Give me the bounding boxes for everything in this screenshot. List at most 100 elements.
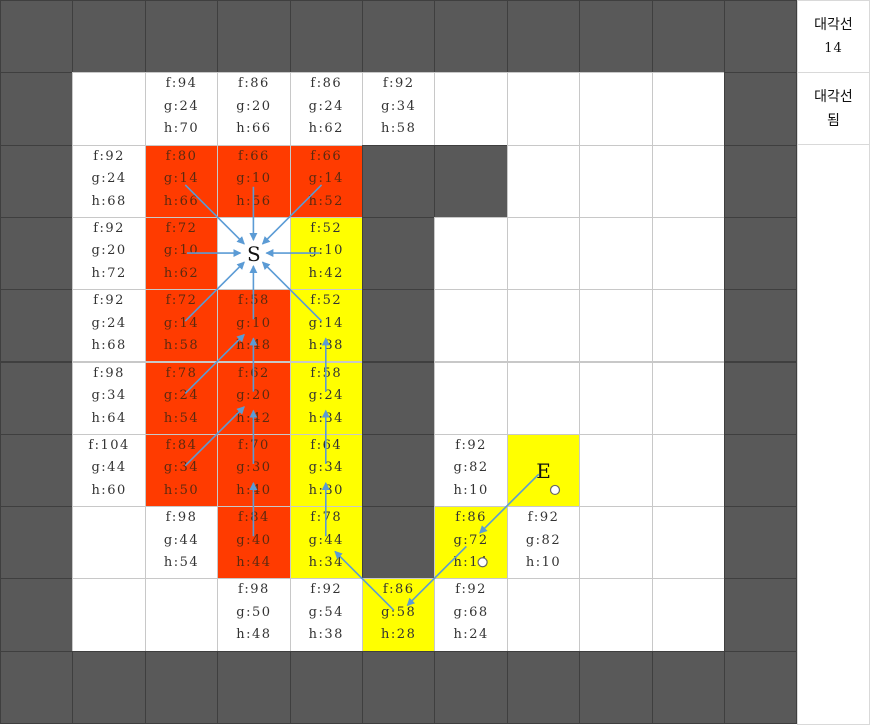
grid-cell-wall [72,650,146,724]
cell-f-value: f:78 [310,510,343,526]
cell-f-value: f:92 [93,220,125,236]
cell-h-value: h:10 [453,482,489,498]
cell-f-value: f:66 [310,148,343,164]
cell-f-value: f:84 [238,510,270,526]
cell-h-value: h:52 [308,193,344,209]
cell-f-value: f:80 [165,148,198,164]
cell-f-value: f:92 [93,293,125,309]
cell-h-value: h:48 [236,627,272,643]
cell-h-value: h:10 [525,555,562,571]
cell-h-value: h:66 [236,121,272,137]
cell-h-value: h:54 [163,410,200,426]
cell-f-value: f:58 [310,365,343,381]
grid-cell-wall [579,0,653,74]
grid-cell-open [651,144,725,218]
grid-cell-open: f:98 g:34 h:64 [72,361,146,435]
cell-h-value: h:28 [381,627,417,643]
cell-f-value: f:98 [238,582,270,598]
grid-cell-wall [217,650,291,724]
grid-cell-wall [289,0,363,74]
cell-g-value: g:58 [381,604,417,620]
grid-cell-wall [724,506,798,580]
grid-cell-wall [362,506,436,580]
cell-g-value: g:10 [308,243,344,259]
cell-g-value: g:34 [91,388,127,403]
grid-cell-wall [0,506,74,580]
grid-cell-wall [506,0,581,74]
grid-cell-wall [724,578,798,652]
cell-g-value: g:20 [91,243,127,259]
grid-cell-wall [724,289,798,363]
grid-cell-wall [144,650,219,724]
sidebar-cell-diagonal-cost: 대각선 14 [797,0,870,73]
cell-f-value: f:94 [165,76,198,92]
grid-cell-open: f:98 g:50 h:48 [217,578,291,652]
cell-g-value: g:40 [236,532,272,548]
cell-f-value: f:86 [310,76,343,92]
cell-g-value: g:10 [236,171,272,187]
grid-cell-open [651,578,725,652]
cell-h-value: h:38 [308,627,344,643]
cell-h-value: h:42 [236,410,272,426]
cell-g-value: g:34 [163,460,200,476]
cell-h-value: h:64 [91,410,127,426]
cell-f-value: f:98 [93,365,125,381]
cell-f-value: f:86 [238,76,270,92]
grid-cell-open [651,289,725,363]
cell-h-value: h:24 [453,627,489,643]
cell-h-value: h:14 [453,555,489,571]
cell-h-value: h:66 [163,193,200,209]
sidebar-cell-diagonal-allowed: 대각선 됨 [797,72,870,145]
cell-h-value: h:68 [91,193,127,209]
cell-g-value: g:44 [163,532,200,548]
cell-f-value: f:52 [310,293,343,309]
grid-cell-wall [0,433,74,508]
cell-g-value: g:14 [163,315,200,331]
cell-h-value: h:60 [91,482,127,498]
cell-h-value: h:48 [236,338,272,354]
cell-h-value: h:50 [163,482,200,498]
grid-cell-wall [362,216,436,291]
cell-f-value: f:62 [238,365,270,381]
grid-cell-wall [651,0,725,74]
grid-cell-wall [362,650,436,724]
cell-h-value: h:34 [308,555,344,571]
cell-f-value: f:70 [238,437,270,453]
grid-cell-wall [362,289,436,363]
grid-cell-open [651,216,725,291]
grid-cell-open [506,144,581,218]
cell-g-value: g:14 [163,171,200,187]
cell-g-value: g:54 [308,604,344,620]
cell-f-value: f:92 [455,582,487,598]
grid-cell-closed: f:80 g:14 h:66 [144,144,219,218]
cell-g-value: g:44 [308,532,344,548]
grid-cell-path: f:78 g:44 h:34 [289,506,363,580]
grid-cell-open [506,72,581,146]
cell-h-value: h:34 [308,410,344,426]
grid-cell-open [651,361,725,435]
cell-g-value: g:50 [236,604,272,620]
grid-cell-open [506,578,581,652]
grid-cell-open [579,433,653,508]
grid-cell-wall [0,578,74,652]
grid-cell-wall [72,0,146,74]
grid-cell-open [579,361,653,435]
grid-cell-open [579,72,653,146]
grid-cell-wall [0,72,74,146]
